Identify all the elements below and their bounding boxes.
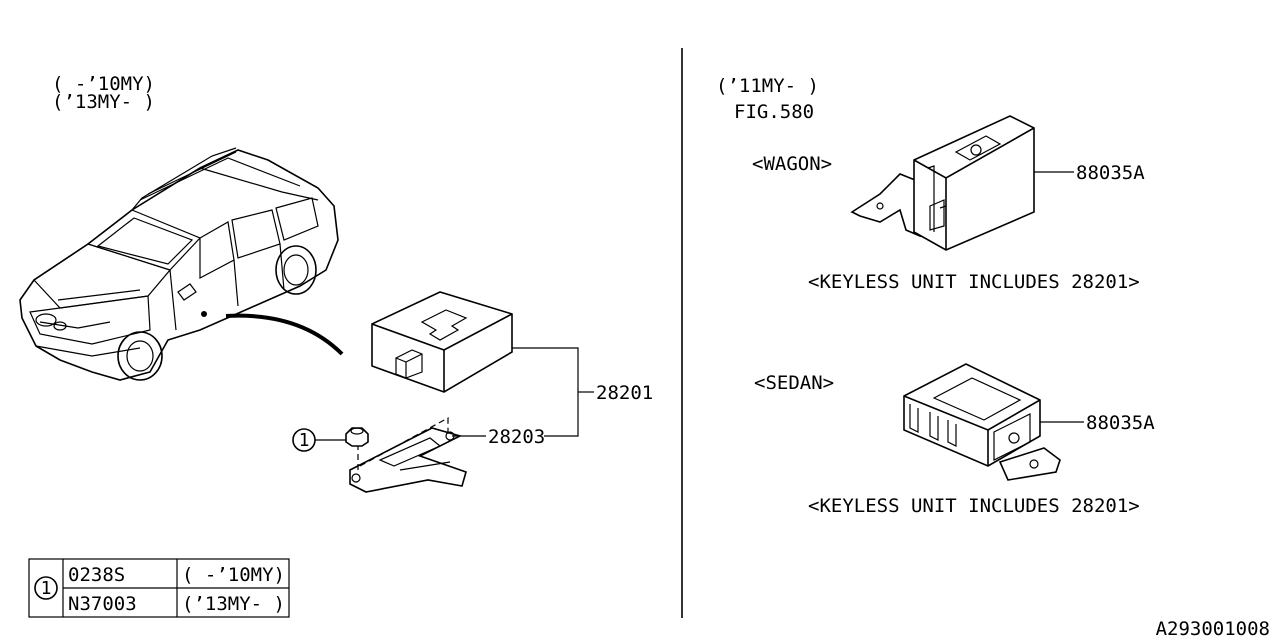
legend-callout-number: 1: [41, 578, 52, 599]
wagon-note: <KEYLESS UNIT INCLUDES 28201>: [808, 271, 1140, 293]
legend-row-2-part: N37003: [68, 593, 137, 615]
leader-28201: [512, 347, 579, 437]
part-number-wagon: 88035A: [1076, 162, 1145, 184]
legend-row-1-range: ( -’10MY): [182, 564, 285, 586]
part-number-sedan: 88035A: [1086, 412, 1155, 434]
bracket-28203: [349, 427, 467, 493]
keyless-unit-sedan: [903, 363, 1061, 481]
location-leader: [225, 313, 344, 356]
keyless-unit-28201: [371, 291, 513, 393]
legend-table: [28, 558, 290, 618]
legend-row-2-range: (’13MY- ): [182, 593, 285, 615]
legend-row-1-part: 0238S: [68, 564, 125, 586]
sedan-label: <SEDAN>: [754, 372, 834, 394]
sedan-note: <KEYLESS UNIT INCLUDES 28201>: [808, 495, 1140, 517]
callout-number-1: 1: [299, 430, 310, 451]
vehicle-illustration: [19, 147, 339, 381]
nut-fastener: [345, 427, 369, 447]
applicability-range-right: (’11MY- ): [716, 75, 819, 97]
wagon-label: <WAGON>: [752, 153, 832, 175]
figure-reference: FIG.580: [734, 101, 814, 123]
keyless-unit-wagon: [850, 115, 1035, 251]
applicability-range-1: ( -’10MY): [52, 73, 155, 95]
location-dot: [201, 311, 207, 317]
part-number-28203: 28203: [488, 426, 545, 448]
part-number-28201: 28201: [596, 382, 653, 404]
applicability-range-2: (’13MY- ): [52, 91, 155, 113]
diagram-id: A293001008: [1156, 618, 1270, 640]
